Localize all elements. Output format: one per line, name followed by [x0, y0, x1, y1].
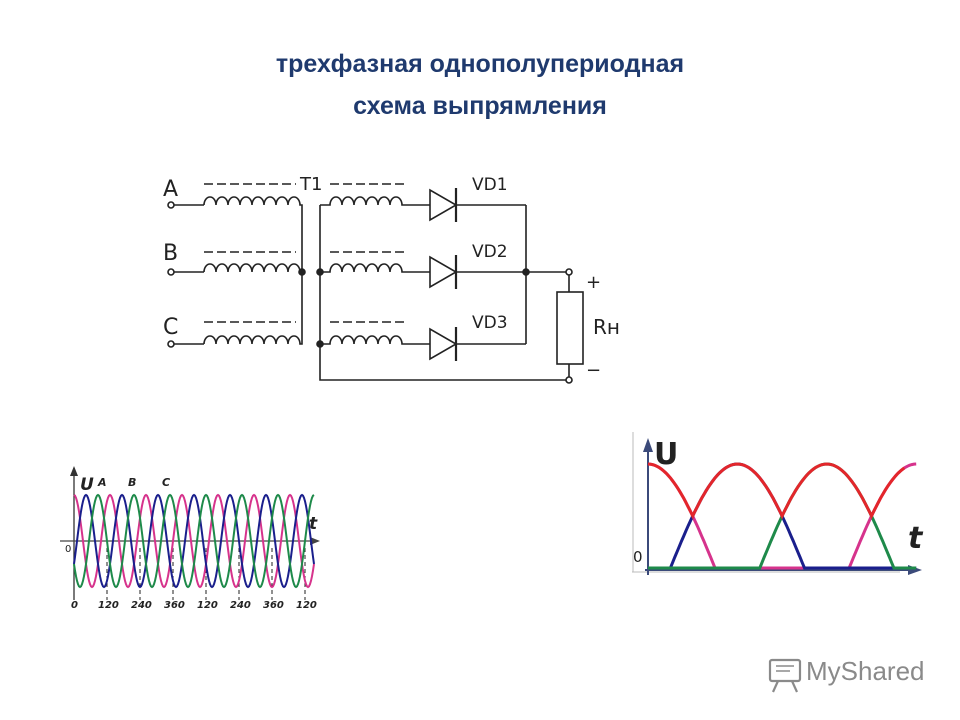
terminal-a — [167, 201, 175, 209]
diode-label-vd2: VD2 — [472, 242, 508, 262]
phase-label-b: B — [163, 241, 178, 266]
phase-wave-c — [73, 493, 315, 589]
primary-winding-b — [203, 263, 302, 273]
secondary-neutral — [319, 205, 569, 381]
terminal-b — [167, 268, 175, 276]
primary-star-point — [298, 268, 306, 276]
page-title-line1: трехфазная однополупериодная — [275, 50, 685, 78]
tick-label: 360 — [263, 600, 284, 611]
primary-winding-a — [203, 196, 303, 272]
diode-vd3 — [429, 327, 526, 361]
phase-voltage-plot: U t A B C 0 0 120 240 360 120 240 360 120 — [60, 466, 320, 611]
right-x-label: t — [908, 521, 924, 556]
tick-label: 240 — [131, 600, 152, 611]
tick-label: 240 — [230, 600, 251, 611]
tick-label: 0 — [71, 600, 78, 611]
minus-label: − — [586, 360, 601, 381]
plus-label: + — [586, 272, 601, 293]
series-label-c: C — [162, 476, 170, 489]
watermark-text: MyShared — [806, 656, 925, 686]
output-terminal-minus — [565, 376, 573, 384]
tick-label: 360 — [164, 600, 185, 611]
tick-label: 120 — [197, 600, 218, 611]
rectifier-schematic: A B C T1 — [163, 174, 620, 384]
diode-vd2 — [429, 255, 569, 289]
right-zero-label: 0 — [633, 548, 643, 566]
left-y-label: U — [80, 475, 94, 495]
secondary-winding-b — [320, 263, 430, 273]
secondary-winding-c — [320, 335, 430, 345]
output-envelope — [647, 462, 906, 520]
diode-vd1 — [429, 188, 526, 222]
output-terminal-plus — [565, 268, 573, 276]
transformer-label: T1 — [299, 174, 322, 195]
tick-label: 120 — [296, 600, 317, 611]
tick-label: 120 — [98, 600, 119, 611]
primary-winding-c — [203, 272, 303, 345]
terminal-c — [167, 340, 175, 348]
phase-label-c: C — [163, 315, 178, 340]
diode-label-vd3: VD3 — [472, 313, 508, 333]
series-label-b: B — [128, 476, 136, 489]
page-title-line2: схема выпрямления — [353, 92, 607, 120]
diode-label-vd1: VD1 — [472, 175, 508, 195]
series-label-a: A — [97, 476, 107, 489]
load-resistor — [556, 291, 584, 365]
secondary-winding-a — [320, 196, 430, 206]
phase-wave-b — [73, 493, 315, 589]
left-zero-label: 0 — [65, 544, 71, 555]
presentation-board-icon — [768, 658, 802, 693]
rectified-output-plot: U t 0 — [632, 432, 924, 575]
right-y-label: U — [654, 437, 678, 472]
phase-label-a: A — [163, 177, 178, 202]
left-x-label: t — [309, 514, 318, 534]
load-label: Rн — [593, 315, 620, 339]
